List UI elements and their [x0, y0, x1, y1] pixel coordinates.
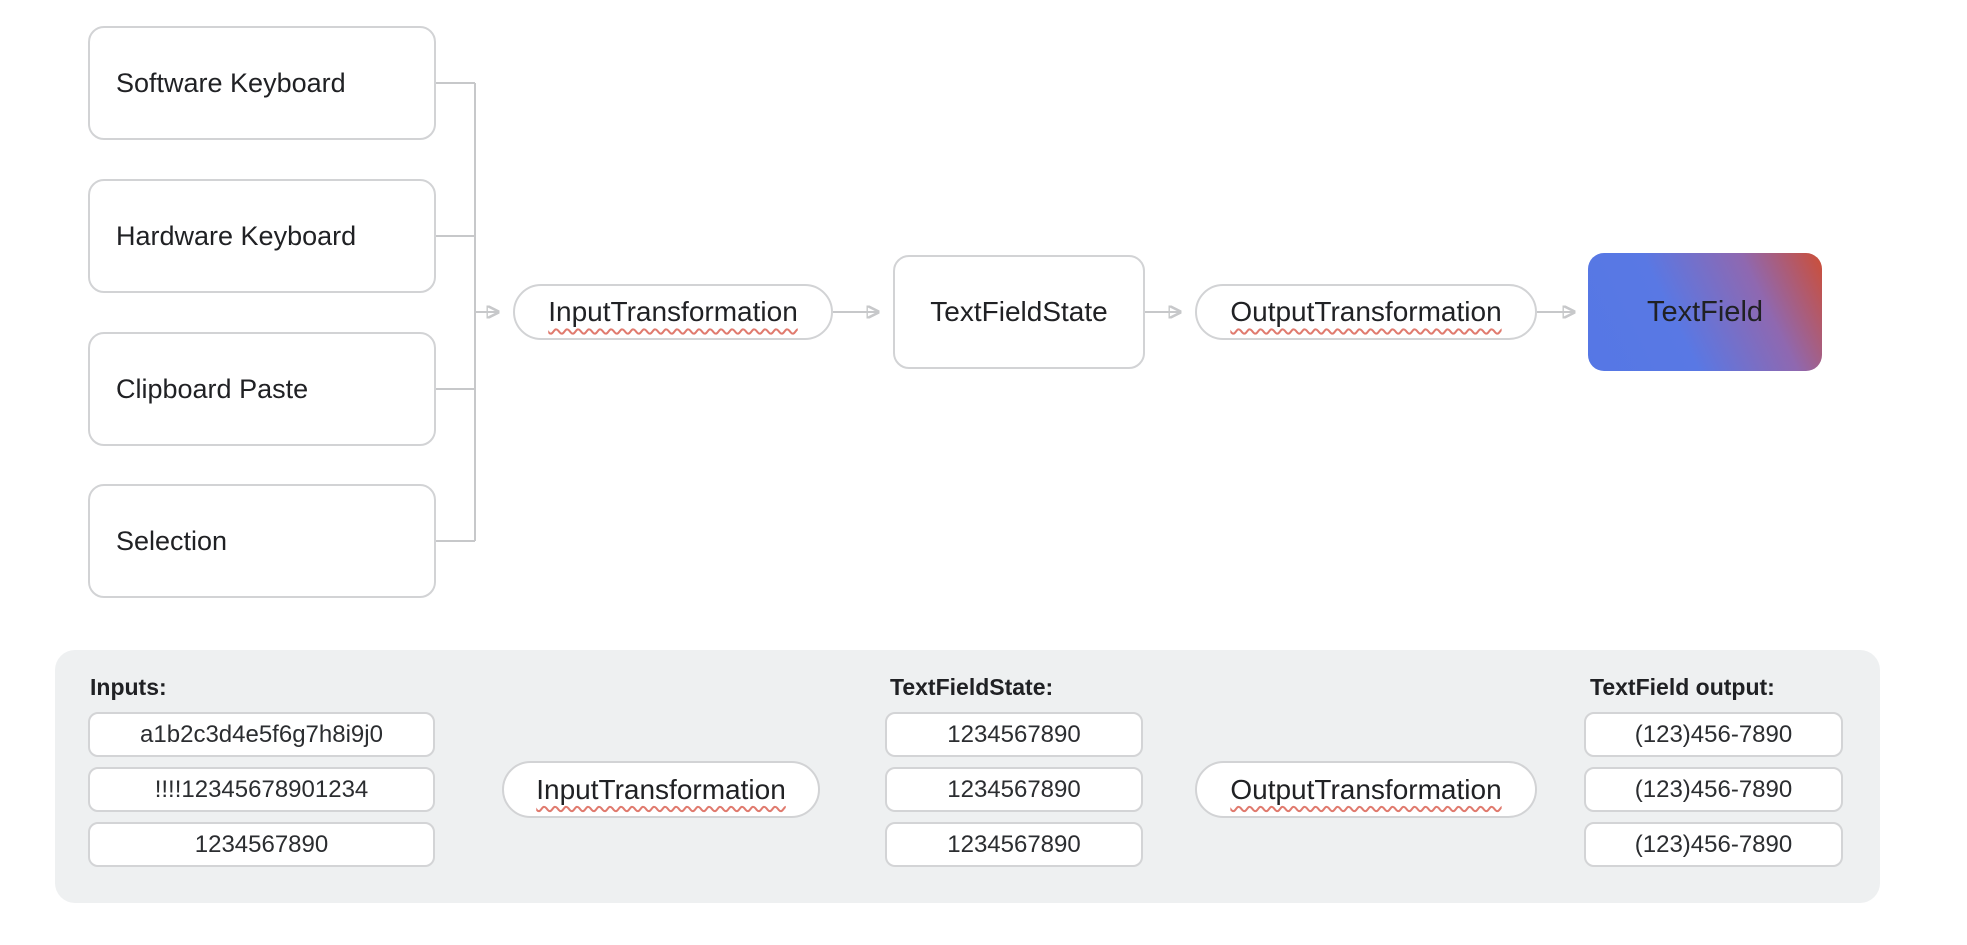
textfield-label: TextField	[1646, 295, 1764, 328]
output-value-box: (123)456-7890	[1584, 767, 1843, 812]
output-transformation-label: OutputTransformation	[1230, 296, 1502, 327]
inputs-caption: Inputs:	[90, 674, 167, 700]
textfieldstate-label: TextFieldState	[930, 296, 1108, 327]
source-node-label: Software Keyboard	[116, 67, 346, 98]
output-value: (123)456-7890	[1634, 720, 1793, 748]
input-value: !!!!12345678901234	[154, 775, 369, 803]
source-node-label: Selection	[116, 525, 228, 556]
example-input-transformation-pill: InputTransformation	[502, 761, 820, 818]
output-value: (123)456-7890	[1634, 830, 1793, 858]
source-node-hardware-keyboard: Hardware Keyboard	[88, 179, 436, 293]
input-value-box: a1b2c3d4e5f6g7h8i9j0	[88, 712, 435, 757]
textfieldstate-caption: TextFieldState:	[890, 674, 1054, 700]
example-input-transformation-label: InputTransformation	[536, 773, 786, 805]
input-value-box: !!!!12345678901234	[88, 767, 435, 812]
source-node-clipboard-paste: Clipboard Paste	[88, 332, 436, 446]
output-value-box: (123)456-7890	[1584, 822, 1843, 867]
input-value-box: 1234567890	[88, 822, 435, 867]
input-transformation-pill: InputTransformation	[513, 284, 833, 340]
source-node-label: Hardware Keyboard	[116, 220, 357, 251]
example-output-transformation-label: OutputTransformation	[1230, 773, 1502, 805]
textfield-output-caption: TextField output:	[1590, 674, 1775, 700]
example-output-transformation-pill: OutputTransformation	[1195, 761, 1537, 818]
state-value: 1234567890	[947, 775, 1081, 803]
input-value: 1234567890	[194, 830, 329, 858]
textfield-gradient-node: TextField	[1588, 253, 1822, 371]
state-value-box: 1234567890	[885, 767, 1143, 812]
output-value: (123)456-7890	[1634, 775, 1793, 803]
state-value-box: 1234567890	[885, 712, 1143, 757]
input-value: a1b2c3d4e5f6g7h8i9j0	[140, 720, 383, 748]
output-value-box: (123)456-7890	[1584, 712, 1843, 757]
source-node-selection: Selection	[88, 484, 436, 598]
output-transformation-pill: OutputTransformation	[1195, 284, 1537, 340]
state-value: 1234567890	[947, 830, 1081, 858]
textfieldstate-node: TextFieldState	[893, 255, 1145, 369]
state-value-box: 1234567890	[885, 822, 1143, 867]
source-node-software-keyboard: Software Keyboard	[88, 26, 436, 140]
source-node-label: Clipboard Paste	[116, 373, 309, 404]
input-transformation-label: InputTransformation	[548, 296, 798, 327]
state-value: 1234567890	[947, 720, 1081, 748]
